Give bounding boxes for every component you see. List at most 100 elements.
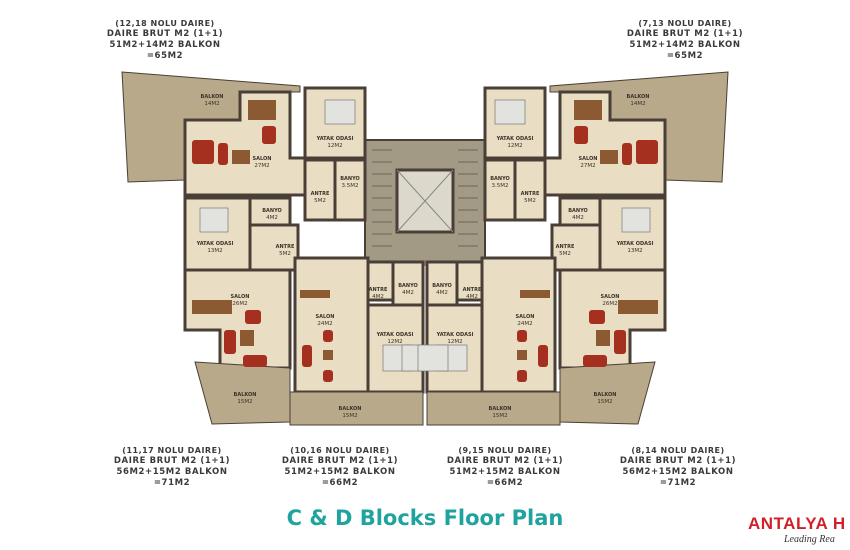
table-icon bbox=[600, 150, 618, 164]
room-name-label: BANYO bbox=[568, 208, 588, 214]
caption-type: DAIRE BRUT M2 (1+1) bbox=[281, 456, 399, 466]
room-area-label: 15M2 bbox=[342, 413, 357, 419]
caption-unit-11-17: (11,17 NOLU DAIRE) DAIRE BRUT M2 (1+1) 5… bbox=[72, 445, 272, 489]
caption-unit-10-16: (10,16 NOLU DAIRE) DAIRE BRUT M2 (1+1) 5… bbox=[240, 445, 440, 489]
room-name-label: ANTRE bbox=[463, 287, 482, 293]
sofa-icon bbox=[302, 345, 312, 367]
room-area-label: 13M2 bbox=[207, 248, 222, 254]
room-area-label: 24M2 bbox=[317, 321, 332, 327]
room-area-label: 4M2 bbox=[402, 290, 414, 296]
room-name-label: YATAK ODASI bbox=[436, 332, 474, 338]
room-name-label: YATAK ODASI bbox=[316, 136, 354, 142]
room-area-label: 5M2 bbox=[524, 198, 536, 204]
room-area-label: 4M2 bbox=[436, 290, 448, 296]
caption-total: =66M2 bbox=[486, 478, 524, 488]
table-icon bbox=[232, 150, 250, 164]
room-area-label: 27M2 bbox=[254, 163, 269, 169]
room-area-label: 12M2 bbox=[387, 339, 402, 345]
room-name-label: YATAK ODASI bbox=[616, 241, 654, 247]
room-name-label: BANYO bbox=[398, 283, 418, 289]
company-logo: ANTALYA H bbox=[748, 514, 846, 533]
sofa-icon bbox=[574, 126, 588, 144]
bed-icon bbox=[494, 99, 526, 125]
page-title: C & D Blocks Floor Plan bbox=[286, 506, 564, 530]
room-area-label: 4M2 bbox=[466, 294, 478, 300]
room-name-label: SALON bbox=[516, 314, 535, 320]
elevator-cross bbox=[396, 169, 454, 233]
room-area-label: 14M2 bbox=[630, 101, 645, 107]
room-name-label: BALKON bbox=[627, 94, 650, 100]
room-area-label: 4M2 bbox=[372, 294, 384, 300]
room-area-label: 26M2 bbox=[602, 301, 617, 307]
caption-unit-12-18: (12,18 NOLU DAIRE) DAIRE BRUT M2 (1+1) 5… bbox=[65, 18, 265, 62]
bed-icon bbox=[417, 344, 449, 372]
caption-area: 51M2+15M2 BALKON bbox=[449, 467, 561, 477]
table-icon bbox=[300, 290, 330, 298]
caption-area: 51M2+14M2 BALKON bbox=[109, 40, 221, 50]
room-area-label: 3.5M2 bbox=[342, 183, 359, 189]
room-area-label: 5M2 bbox=[279, 251, 291, 257]
caption-unit-9-15: (9,15 NOLU DAIRE) DAIRE BRUT M2 (1+1) 51… bbox=[405, 445, 605, 489]
room-name-label: BALKON bbox=[489, 406, 512, 412]
room-left-3 bbox=[333, 158, 367, 222]
corridor bbox=[365, 258, 485, 266]
room-area-label: 14M2 bbox=[204, 101, 219, 107]
room-right-14 bbox=[426, 391, 561, 426]
bed-icon bbox=[199, 207, 229, 233]
room-right-4 bbox=[513, 158, 547, 222]
caption-unit: (7,13 NOLU DAIRE) bbox=[638, 19, 732, 28]
sofa-icon bbox=[636, 140, 658, 164]
table-icon bbox=[596, 330, 610, 346]
sofa-icon bbox=[323, 330, 333, 342]
caption-area: 56M2+15M2 BALKON bbox=[116, 467, 228, 477]
room-name-label: ANTRE bbox=[369, 287, 388, 293]
sofa-icon bbox=[614, 330, 626, 354]
room-name-label: SALON bbox=[231, 294, 250, 300]
room-area-label: 15M2 bbox=[597, 399, 612, 405]
room-name-label: ANTRE bbox=[521, 191, 540, 197]
room-name-label: YATAK ODASI bbox=[496, 136, 534, 142]
room-area-label: 27M2 bbox=[580, 163, 595, 169]
room-area-label: 4M2 bbox=[266, 215, 278, 221]
caption-type: DAIRE BRUT M2 (1+1) bbox=[106, 29, 224, 39]
room-area-label: 5M2 bbox=[314, 198, 326, 204]
table-icon bbox=[517, 350, 527, 360]
room-area-label: 4M2 bbox=[572, 215, 584, 221]
caption-unit: (12,18 NOLU DAIRE) bbox=[115, 19, 215, 28]
table-icon bbox=[574, 100, 602, 120]
caption-unit-8-14: (8,14 NOLU DAIRE) DAIRE BRUT M2 (1+1) 56… bbox=[578, 445, 778, 489]
caption-area: 51M2+14M2 BALKON bbox=[629, 40, 741, 50]
room-name-label: YATAK ODASI bbox=[376, 332, 414, 338]
room-right-3 bbox=[483, 158, 517, 222]
room-right-8 bbox=[558, 268, 667, 370]
room-left-4 bbox=[303, 158, 337, 222]
table-icon bbox=[192, 300, 232, 314]
room-area-label: 24M2 bbox=[517, 321, 532, 327]
room-name-label: ANTRE bbox=[311, 191, 330, 197]
sofa-icon bbox=[538, 345, 548, 367]
sofa-icon bbox=[245, 310, 261, 324]
sofa-icon bbox=[622, 143, 632, 165]
caption-unit-7-13: (7,13 NOLU DAIRE) DAIRE BRUT M2 (1+1) 51… bbox=[585, 18, 785, 62]
sofa-icon bbox=[583, 355, 607, 367]
sofa-icon bbox=[224, 330, 236, 354]
sofa-icon bbox=[517, 330, 527, 342]
sofa-icon bbox=[243, 355, 267, 367]
caption-type: DAIRE BRUT M2 (1+1) bbox=[446, 456, 564, 466]
caption-type: DAIRE BRUT M2 (1+1) bbox=[619, 456, 737, 466]
room-area-label: 12M2 bbox=[447, 339, 462, 345]
room-area-label: 15M2 bbox=[492, 413, 507, 419]
sofa-icon bbox=[323, 370, 333, 382]
room-area-label: 5M2 bbox=[559, 251, 571, 257]
table-icon bbox=[323, 350, 333, 360]
room-area-label: 13M2 bbox=[627, 248, 642, 254]
room-area-label: 3.5M2 bbox=[492, 183, 509, 189]
bed-icon bbox=[621, 207, 651, 233]
table-icon bbox=[248, 100, 276, 120]
sofa-icon bbox=[262, 126, 276, 144]
room-area-label: 15M2 bbox=[237, 399, 252, 405]
room-name-label: BANYO bbox=[340, 176, 360, 182]
caption-total: =66M2 bbox=[321, 478, 359, 488]
logo-tagline: Leading Rea bbox=[784, 534, 835, 545]
